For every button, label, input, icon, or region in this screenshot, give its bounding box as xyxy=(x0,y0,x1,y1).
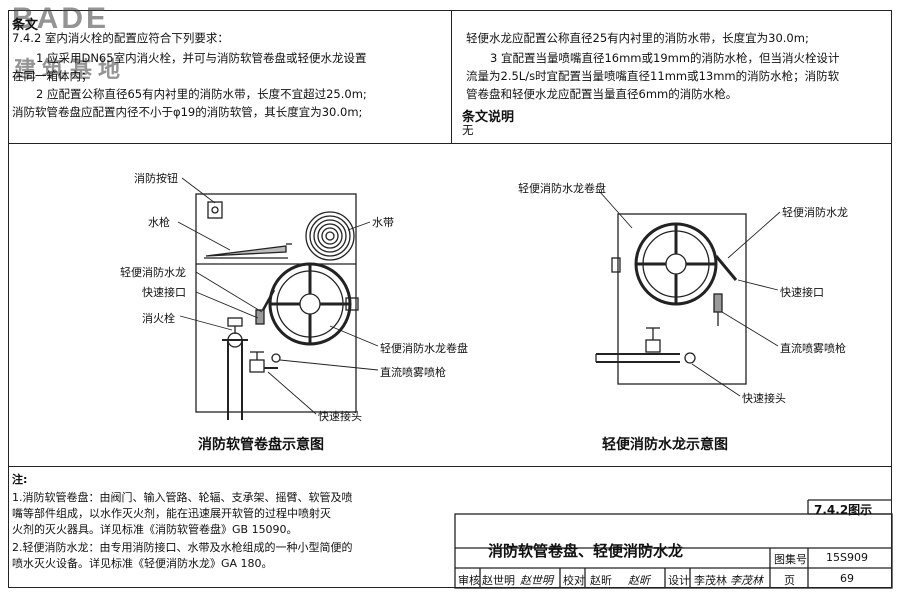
note-line: 火剂的灭火器具。详见标准《消防软管卷盘》GB 15090。 xyxy=(12,523,298,536)
notes-heading: 注: xyxy=(12,473,28,486)
check-name: 赵昕 xyxy=(590,574,612,587)
drawing-frame xyxy=(8,10,892,588)
label-hose: 水带 xyxy=(372,216,394,229)
clause-line: 1 应采用DN65室内消火栓，并可与消防软管卷盘或轻便水龙设置 xyxy=(36,51,367,65)
logo-latin: BADE xyxy=(12,2,110,35)
clause-line: 消防软管卷盘应配置内径不小于φ19的消防软管，其长度宜为30.0m; xyxy=(12,105,363,119)
label-right-reel: 轻便消防水龙卷盘 xyxy=(518,182,606,195)
clause-line: 管卷盘和轻便水龙应配置当量直径6mm的消防水枪。 xyxy=(466,87,738,101)
check-label: 校对 xyxy=(563,574,585,587)
label-spray-gun: 直流喷雾喷枪 xyxy=(380,366,446,379)
label-nozzle: 水枪 xyxy=(148,216,170,229)
right-reel xyxy=(634,222,718,306)
atlas-label: 图集号 xyxy=(774,553,807,566)
page-label: 页 xyxy=(784,574,795,587)
left-cabinet xyxy=(195,193,357,413)
title-block-grid xyxy=(454,499,893,589)
review-signature: 赵世明 xyxy=(520,574,553,587)
right-valve-pipe xyxy=(595,327,696,364)
left-spray-valve xyxy=(249,351,281,373)
clause-line: 7.4.2 室内消火栓的配置应符合下列要求： xyxy=(12,31,229,45)
left-hose-coil xyxy=(305,211,355,261)
label-quick-joint: 快速接头 xyxy=(318,410,362,423)
label-reel: 轻便消防水龙卷盘 xyxy=(380,342,468,355)
label-hydrant: 消火栓 xyxy=(142,312,175,325)
drawing-title: 消防软管卷盘、轻便消防水龙 xyxy=(488,542,684,560)
atlas-number: 15S909 xyxy=(826,551,868,564)
divider-top xyxy=(8,143,892,144)
explanation-heading: 条文说明 xyxy=(462,110,515,125)
clause-line: 轻便水龙应配置公称直径25有内衬里的消防水带，长度宜为30.0m; xyxy=(466,31,809,45)
label-right-spray-gun: 直流喷雾喷枪 xyxy=(780,342,846,355)
clause-line: 2 应配置公称直径65有内衬里的消防水带，长度不宜超过25.0m; xyxy=(36,87,367,101)
label-quick-port: 快速接口 xyxy=(142,286,186,299)
design-signature: 李茂林 xyxy=(730,574,763,587)
note-line: 喷水灭火设备。详见标准《轻便消防水龙》GA 180。 xyxy=(12,557,273,570)
clause-line: 3 宜配置当量喷嘴直径16mm或19mm的消防水枪，但当消火栓设计 xyxy=(490,51,840,65)
label-light-hose: 轻便消防水龙 xyxy=(120,266,186,279)
clause-line: 在同一箱体内； xyxy=(12,69,93,83)
design-label: 设计 xyxy=(668,574,690,587)
review-name: 赵世明 xyxy=(482,574,515,587)
label-fire-button: 消防按钮 xyxy=(134,172,178,185)
check-signature: 赵昕 xyxy=(628,574,650,587)
logo-chinese: 建筑基地 xyxy=(14,58,127,83)
note-line: 嘴等部件组成，以水作灭火剂，能在迅速展开软管的过程中喷射灭 xyxy=(12,507,331,520)
label-right-quick-joint: 快速接头 xyxy=(742,392,786,405)
left-fire-button xyxy=(207,201,223,219)
divider-bottom xyxy=(8,466,892,467)
label-right-quick-port: 快速接口 xyxy=(780,286,824,299)
design-name: 李茂林 xyxy=(694,574,727,587)
caption-right: 轻便消防水龙示意图 xyxy=(602,437,728,453)
clause-heading: 条文 xyxy=(12,18,39,33)
left-hydrant xyxy=(222,317,248,420)
review-label: 审核 xyxy=(458,574,480,587)
left-reel xyxy=(268,262,359,346)
explanation-text: 无 xyxy=(462,123,474,137)
right-cabinet xyxy=(617,213,747,385)
left-nozzle xyxy=(205,245,287,257)
caption-left: 消防软管卷盘示意图 xyxy=(198,437,324,453)
page-number: 69 xyxy=(840,572,854,585)
divider-clause xyxy=(451,10,452,143)
note-line: 2.轻便消防水龙：由专用消防接口、水带及水枪组成的一种小型简便的 xyxy=(12,541,353,554)
clause-line: 流量为2.5L/s时宜配置当量喷嘴直径11mm或13mm的消防水枪；消防软 xyxy=(466,69,840,83)
note-line: 1.消防软管卷盘：由阀门、输入管路、轮辐、支承架、摇臂、软管及喷 xyxy=(12,491,353,504)
label-right-light-hose: 轻便消防水龙 xyxy=(782,206,848,219)
figure-number: 7.4.2图示 xyxy=(814,503,873,517)
